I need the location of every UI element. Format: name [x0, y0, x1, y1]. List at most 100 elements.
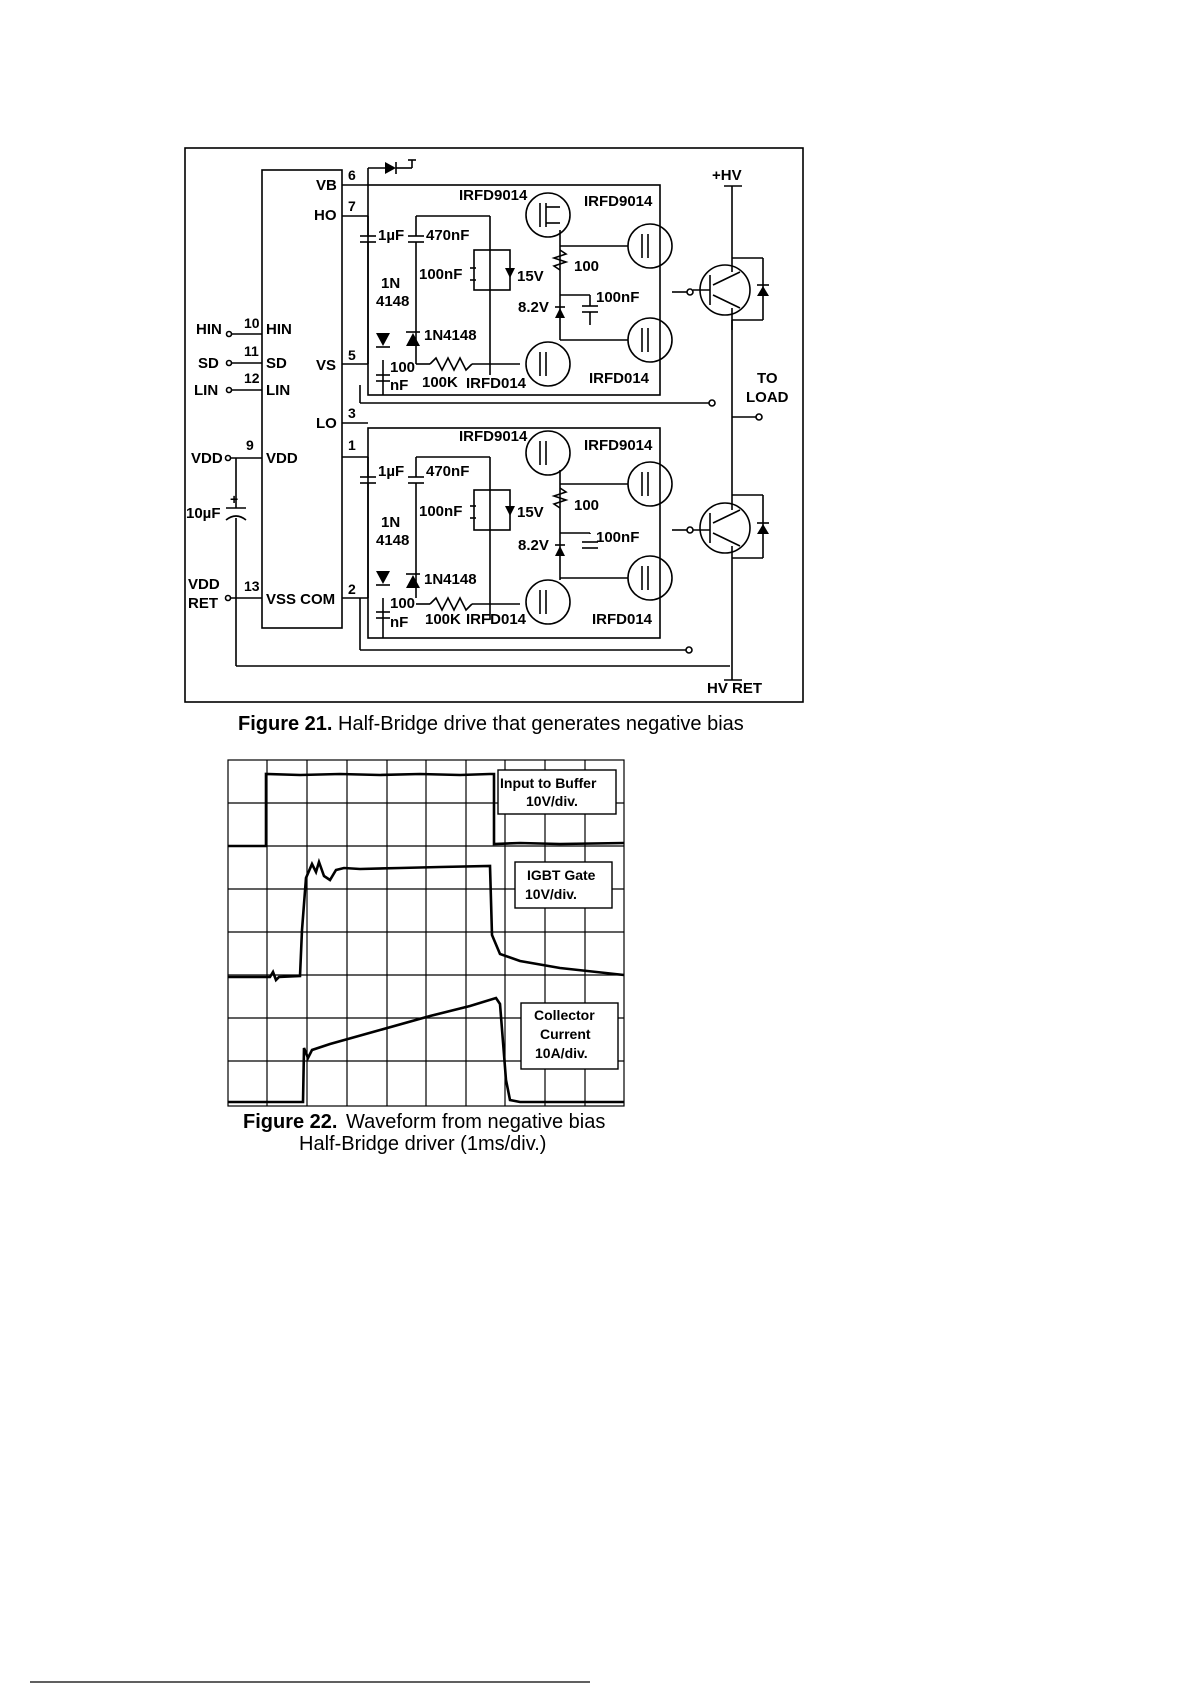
hs-cap2-label: 470nF	[426, 227, 469, 244]
vdd-pin-label: VDD	[266, 450, 298, 467]
lin-pin-label: LIN	[266, 382, 290, 399]
plus-hv-label: +HV	[712, 167, 742, 184]
vss-pin-number: 13	[244, 578, 260, 594]
vdd-ext-label: VDD	[191, 450, 223, 467]
hs-diode2-label: 1N4148	[424, 327, 477, 344]
ls-cap5-label-2: nF	[390, 614, 408, 631]
vss-pin-label: VSS COM	[266, 591, 335, 608]
driver-ic-body	[261, 169, 343, 629]
scope-traces	[228, 772, 625, 1104]
high-side-driver: 1µF 470nF 100nF 15V 1N 4148 1N4148	[360, 184, 694, 396]
ls-q3-mosfet	[627, 555, 673, 601]
vb-pin-number: 6	[348, 167, 356, 183]
hs-res2-label: 100K	[422, 374, 458, 391]
to-load-label-1: TO	[757, 370, 778, 387]
ls-diode1-label-1: 1N	[381, 514, 400, 531]
hs-cap4-label: 100nF	[596, 289, 639, 306]
ls-cap3-label: 100nF	[419, 503, 462, 520]
ls-q2-mosfet	[627, 461, 673, 507]
igbt-gate-label-1: IGBT Gate	[527, 867, 596, 883]
hin-ext-label: HIN	[196, 321, 222, 338]
hin-pin-number: 10	[244, 315, 260, 331]
to-load-label-2: LOAD	[746, 389, 789, 406]
collector-label-1: Collector	[534, 1007, 595, 1023]
lo-pin-label: LO	[316, 415, 337, 432]
hs-q2-label: IRFD9014	[584, 193, 653, 210]
input-buffer-label-1: Input to Buffer	[500, 775, 597, 791]
hs-res1-label: 100	[574, 258, 599, 275]
lo-drive-pin-number: 1	[348, 437, 356, 453]
vs-pin-label: VS	[316, 357, 336, 374]
ls-q4-label: IRFD014	[592, 611, 653, 628]
ic-right-pins: VB 6 HO 7 VS 5 LO 3 1 2	[314, 167, 368, 599]
sd-ext-label: SD	[198, 355, 219, 372]
ls-zener1-label: 15V	[517, 504, 544, 521]
figure-21-schematic: HIN 10 HIN SD 11 SD LIN 12 LIN VDD 9 VDD	[184, 147, 804, 735]
schematic-frame	[184, 147, 804, 703]
hin-terminal	[225, 330, 233, 338]
collector-label-box	[520, 1002, 619, 1070]
vdd-pin-number: 9	[246, 437, 254, 453]
ls-zener2-label: 8.2V	[518, 537, 549, 554]
hs-q4-label: IRFD014	[589, 370, 650, 387]
sd-pin-number: 11	[244, 343, 259, 359]
hs-q4-mosfet	[525, 341, 571, 387]
sd-pin-label: SD	[266, 355, 287, 372]
lo-pin-number: 3	[348, 405, 356, 421]
com-pin-number: 2	[348, 581, 356, 597]
hv-ret-label: HV RET	[707, 680, 762, 697]
collector-label-2: Current	[540, 1026, 591, 1042]
low-side-igbt: HV RET	[693, 494, 769, 697]
low-side-driver: 1µF 470nF 100nF 15V 1N 4148 1N4148	[359, 427, 694, 654]
input-buffer-label-2: 10V/div.	[526, 793, 578, 809]
figure-21-caption-text: Half-Bridge drive that generates negativ…	[338, 713, 744, 735]
hs-diode1-label-1: 1N	[381, 275, 400, 292]
vddret-label-2: RET	[188, 595, 218, 612]
vs-pin-number: 5	[348, 347, 356, 363]
igbt-gate-label-2: 10V/div.	[525, 886, 577, 902]
vdd-cap-label: 10µF	[186, 505, 221, 522]
figure-22-caption-line-1: Waveform from negative bias	[346, 1111, 605, 1133]
vdd-terminal	[224, 454, 232, 462]
ls-res1-label: 100	[574, 497, 599, 514]
ls-q1-label: IRFD9014	[459, 428, 528, 445]
lin-terminal	[225, 386, 233, 394]
hs-q3-label: IRFD014	[466, 375, 527, 392]
ls-cap2-label: 470nF	[426, 463, 469, 480]
input-buffer-label-box	[497, 769, 617, 815]
sd-terminal	[225, 359, 233, 367]
scope-annotations: Input to Buffer 10V/div. IGBT Gate 10V/d…	[497, 769, 619, 1070]
ic-left-pins: HIN 10 HIN SD 11 SD LIN 12 LIN VDD 9 VDD	[186, 315, 730, 667]
ls-res2-label: 100K	[425, 611, 461, 628]
ls-diode2-label: 1N4148	[424, 571, 477, 588]
trace-collector-current	[228, 996, 624, 1104]
vddret-label-1: VDD	[188, 576, 220, 593]
hs-cap5-label-1: 100	[390, 359, 415, 376]
ls-diode1-label-2: 4148	[376, 532, 409, 549]
vddret-terminal	[224, 594, 232, 602]
vb-pin-label: VB	[316, 177, 337, 194]
ls-cap4-label: 100nF	[596, 529, 639, 546]
hs-cap5-label-2: nF	[390, 377, 408, 394]
high-side-igbt: +HV TO LOAD	[359, 167, 789, 500]
hs-q1-label: IRFD9014	[459, 187, 528, 204]
ls-cap1-label: 1µF	[378, 463, 404, 480]
igbt-gate-label-box	[514, 861, 613, 909]
hs-cap1-label: 1µF	[378, 227, 404, 244]
hs-q3-mosfet	[627, 317, 673, 363]
ls-q1-mosfet	[525, 430, 571, 476]
ls-q3-label: IRFD014	[466, 611, 527, 628]
ho-pin-label: HO	[314, 207, 337, 224]
trace-igbt-gate	[228, 857, 625, 983]
hs-diode1-label-2: 4148	[376, 293, 409, 310]
hin-pin-label: HIN	[266, 321, 292, 338]
hs-q1-mosfet	[525, 192, 571, 238]
figure-22-oscilloscope: Input to Buffer 10V/div. IGBT Gate 10V/d…	[227, 759, 625, 1155]
figure-21-caption-number: Figure 21.	[238, 713, 332, 735]
bootstrap-diode	[367, 159, 416, 185]
figure-22-caption-number: Figure 22.	[243, 1111, 337, 1133]
collector-label-3: 10A/div.	[535, 1045, 588, 1061]
ls-cap5-label-1: 100	[390, 595, 415, 612]
